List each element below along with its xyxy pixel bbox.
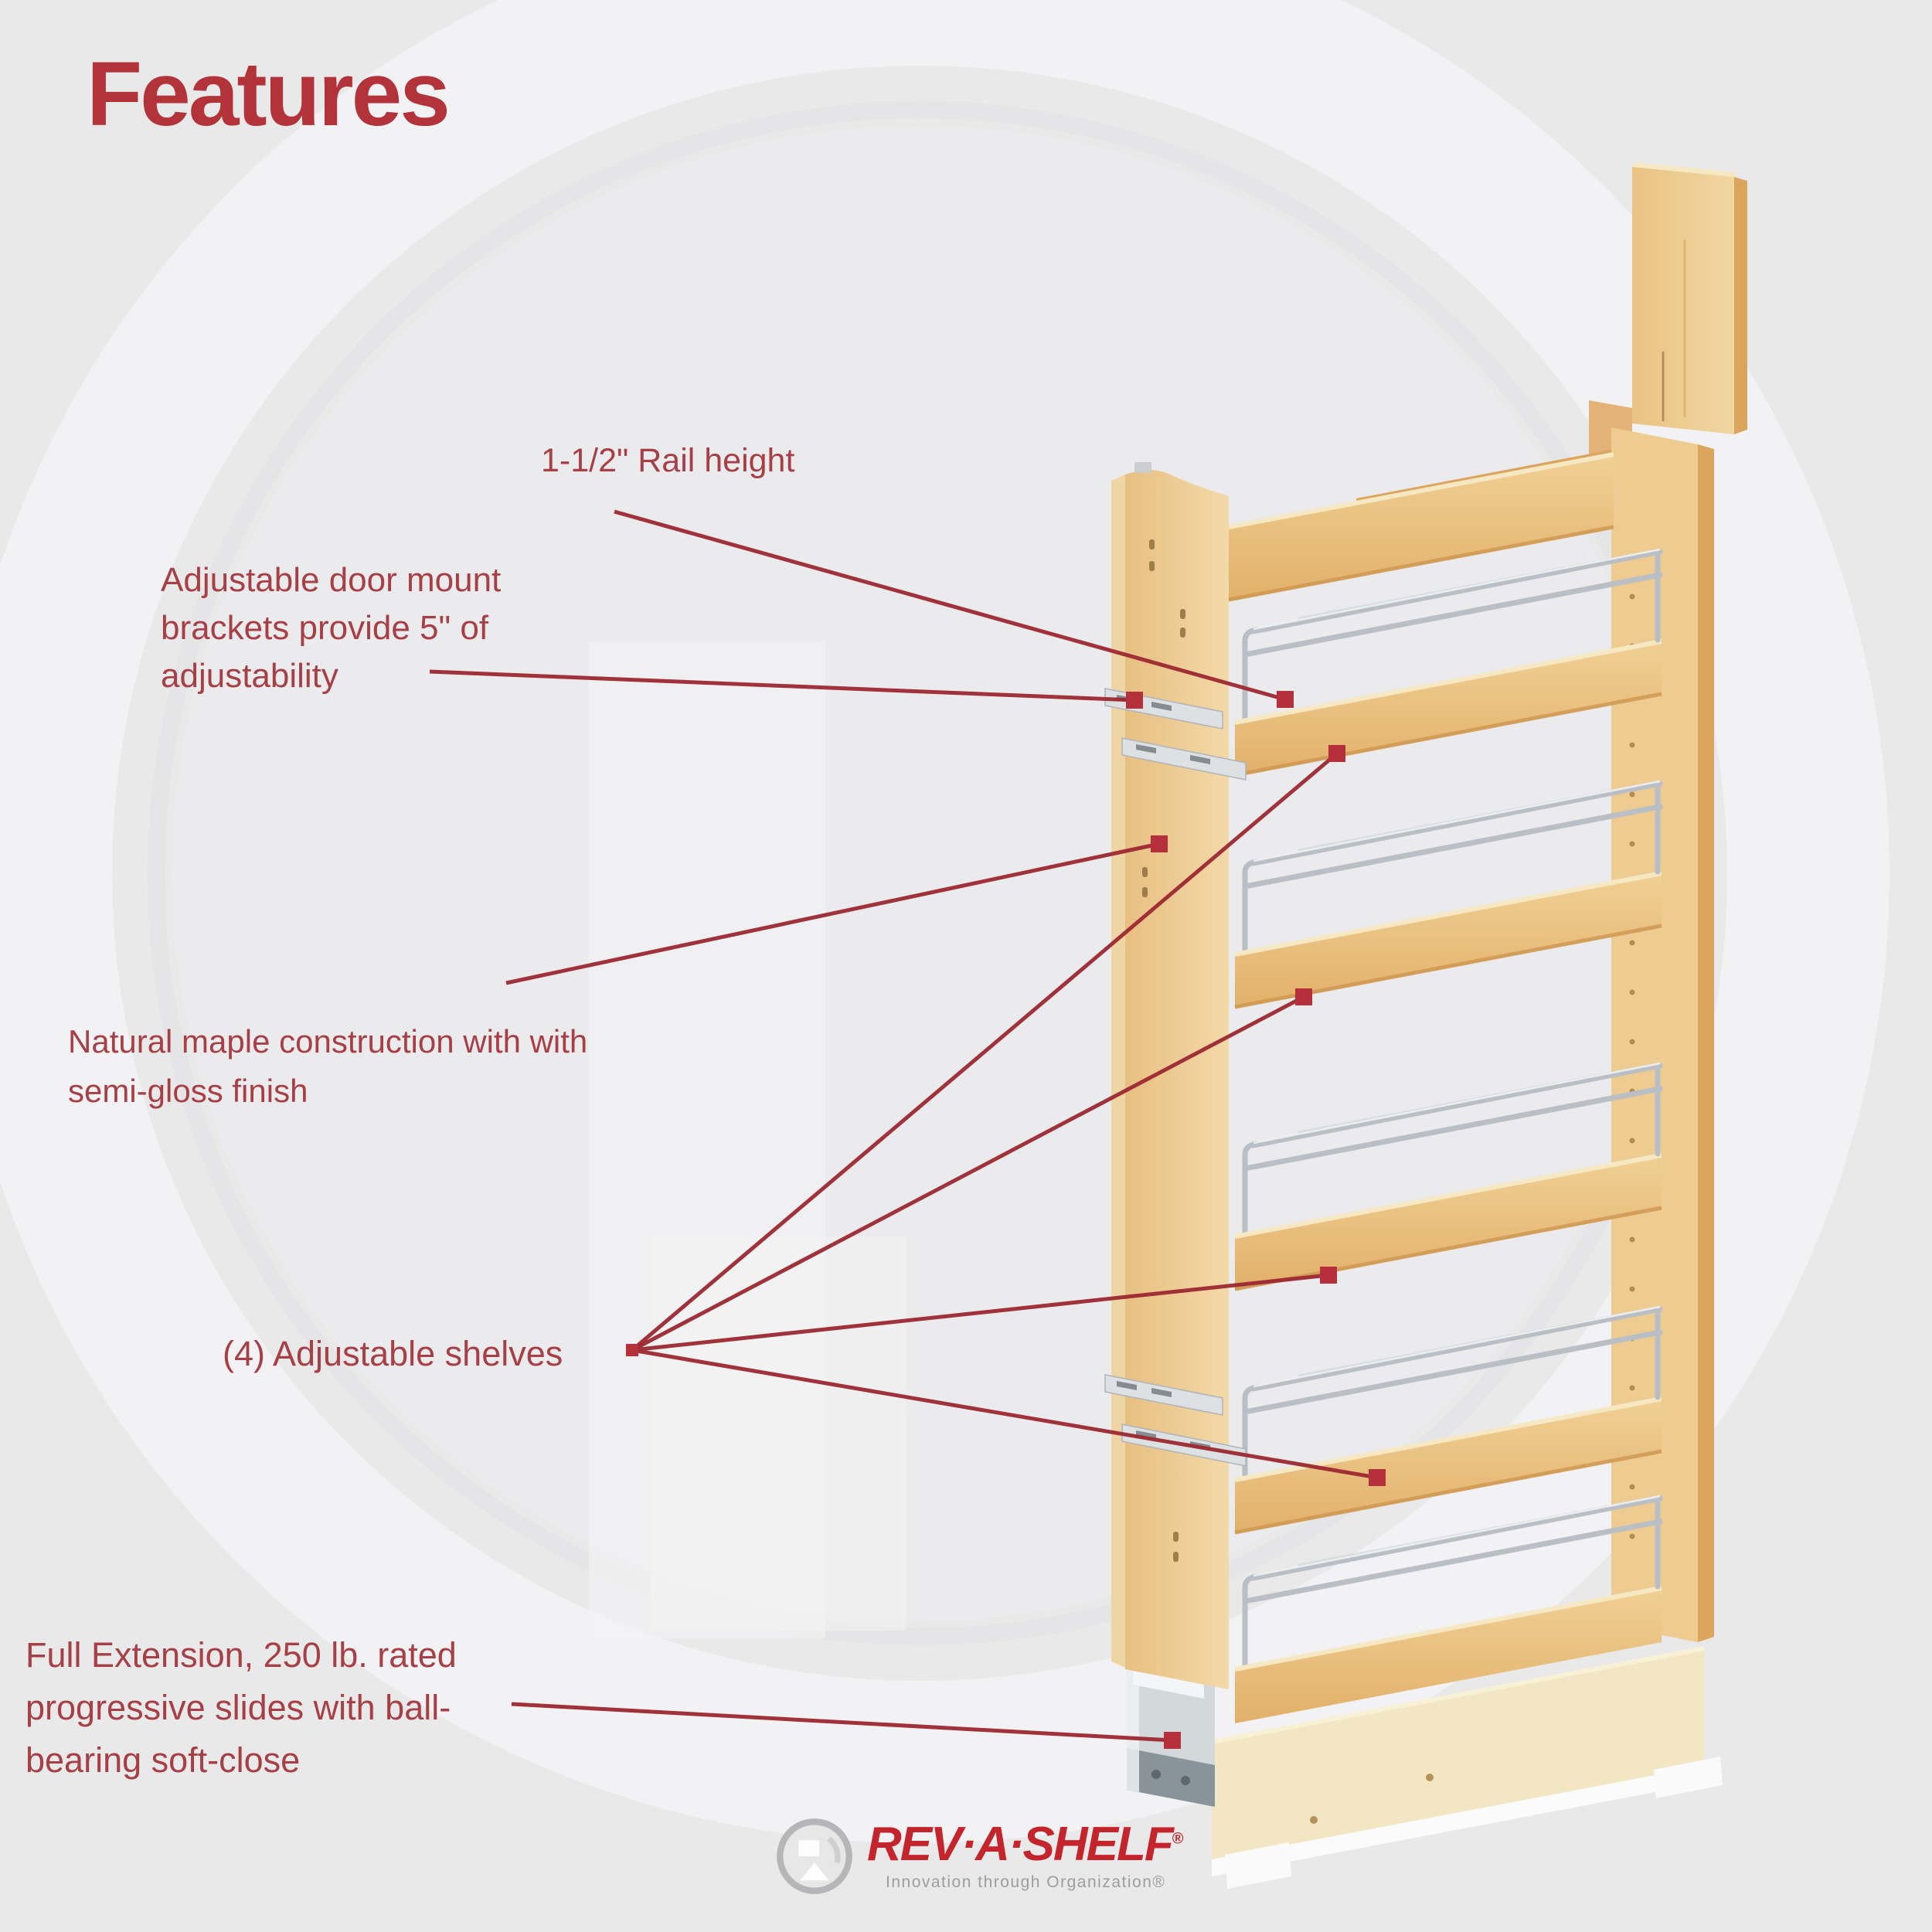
- page-title: Features: [87, 43, 451, 145]
- rear-stile: [1611, 427, 1714, 1642]
- callout-dot-maple: [1151, 835, 1168, 852]
- callout-line-shelf-3: [631, 1273, 1329, 1352]
- callout-line-maple: [505, 842, 1160, 985]
- front-stile: [1111, 462, 1229, 1689]
- callout-dot-slides: [1164, 1732, 1181, 1749]
- brand-logo: REV·A·SHELF® Innovation through Organiza…: [774, 1816, 1184, 1896]
- callout-text: brackets provide 5" of: [161, 609, 489, 647]
- callout-lines: [429, 509, 1378, 1743]
- callout-label-slides: Full Extension, 250 lb. rated progressiv…: [26, 1629, 457, 1787]
- callout-dot-shelf-4: [1369, 1469, 1386, 1486]
- callout-label-door-mount: Adjustable door mount brackets provide 5…: [161, 556, 501, 700]
- brand-wordmark: REV·A·SHELF®: [867, 1818, 1184, 1871]
- shelf-deck-1: [1235, 641, 1662, 777]
- base-foot-left: [1225, 1842, 1291, 1889]
- callout-line-rail-height: [614, 509, 1286, 702]
- callout-fan-origin-dot: [626, 1344, 638, 1356]
- callout-text: progressive slides with ball-: [26, 1688, 451, 1727]
- shelf-deck-2: [1235, 873, 1662, 1009]
- callout-dot-rail-height: [1277, 691, 1294, 708]
- callout-dot-shelf-3: [1320, 1267, 1337, 1284]
- shelf-deck-4: [1235, 1399, 1662, 1534]
- callout-label-rail-height: 1-1/2" Rail height: [541, 442, 794, 480]
- callout-text: 1-1/2" Rail height: [541, 442, 795, 479]
- callout-text: semi-gloss finish: [68, 1073, 308, 1109]
- shelf-deck-5: [1235, 1588, 1662, 1723]
- base-panel: [1211, 1646, 1705, 1876]
- revashelf-circle-icon: [777, 1818, 852, 1894]
- base-foot-right: [1654, 1757, 1723, 1798]
- callout-text: Adjustable door mount: [161, 561, 502, 599]
- callout-text: (4) Adjustable shelves: [223, 1334, 563, 1373]
- callout-label-maple: Natural maple construction with with sem…: [68, 1017, 587, 1116]
- slide-mechanism: [1127, 1646, 1215, 1807]
- callout-dot-shelf-1: [1328, 745, 1345, 762]
- callout-line-slides: [511, 1702, 1173, 1743]
- brand-name-text: REV·A·SHELF: [867, 1818, 1174, 1871]
- shelf-row-1: [1234, 548, 1663, 777]
- pullout-pantry-product: [1104, 162, 1747, 1889]
- shelf-row-3: [1234, 1062, 1663, 1291]
- registered-mark: ®: [1172, 1830, 1184, 1848]
- brand-tagline: Innovation through Organization®: [886, 1873, 1166, 1891]
- background-watermark-icon: [0, 0, 1889, 1843]
- callout-dot-door-mount: [1126, 692, 1143, 709]
- callout-line-door-mount: [429, 669, 1135, 702]
- callout-dots: [626, 691, 1386, 1749]
- stile-screw-holes: [1142, 539, 1185, 1562]
- callout-dot-shelf-2: [1295, 988, 1312, 1005]
- callout-line-shelf-1: [631, 752, 1338, 1352]
- shelf-row-5: [1234, 1495, 1663, 1723]
- callout-text: Natural maple construction with with: [68, 1023, 588, 1060]
- callout-label-adjustable-shelves: (4) Adjustable shelves: [223, 1334, 563, 1374]
- door-mount-board: [1632, 162, 1747, 434]
- callout-text: adjustability: [161, 657, 338, 695]
- callout-text: bearing soft-close: [26, 1740, 301, 1780]
- top-rail: [1228, 450, 1614, 602]
- shelf-row-2: [1234, 780, 1663, 1009]
- brand-logo-text-column: REV·A·SHELF® Innovation through Organiza…: [867, 1818, 1184, 1892]
- shelf-deck-3: [1235, 1155, 1662, 1291]
- callout-line-shelf-2: [631, 995, 1305, 1352]
- callout-line-shelf-4: [631, 1348, 1378, 1480]
- callout-text: Full Extension, 250 lb. rated: [26, 1635, 457, 1675]
